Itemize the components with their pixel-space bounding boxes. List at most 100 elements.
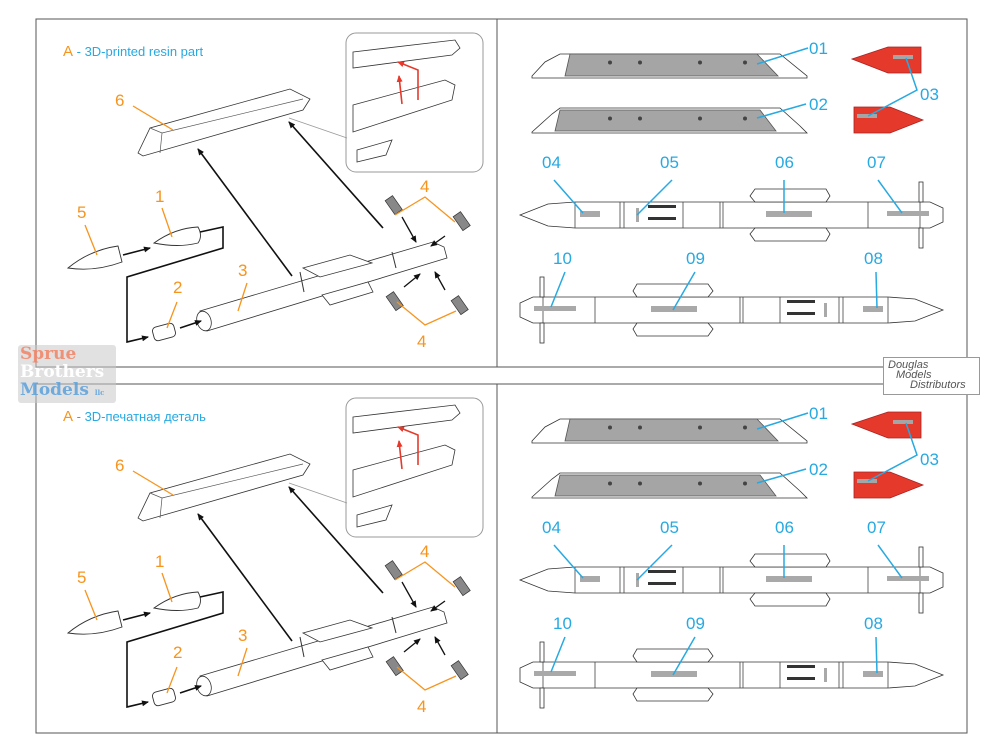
decal-03 (893, 420, 913, 424)
leader-line (394, 196, 456, 223)
decal-leader (550, 636, 566, 673)
nose-red-decal (853, 106, 925, 134)
fin-lower (539, 322, 545, 344)
leader-line (84, 224, 98, 256)
decal-04 (863, 306, 883, 312)
decal-label-06: 06 (775, 153, 794, 172)
fin-upper (918, 546, 924, 568)
assembly-arrow (403, 638, 421, 653)
nose-red-decal (853, 471, 925, 499)
pylon-hole (608, 425, 612, 430)
decal-label-04: 04 (542, 153, 561, 172)
decal-06 (766, 211, 812, 217)
pylon-hole (743, 481, 747, 486)
missile-body-part-3 (199, 606, 448, 697)
leader-line (161, 207, 173, 238)
body-band (391, 251, 397, 269)
cylinder-part-2 (152, 687, 176, 707)
part-label-2: 2 (173, 643, 182, 662)
inset-fin (356, 504, 393, 528)
decal-label-04: 04 (542, 518, 561, 537)
decal-label-10: 10 (553, 614, 572, 633)
inset-pylon (352, 39, 461, 69)
watermark-line: Sprue (20, 344, 77, 364)
pylon-edge (159, 132, 163, 154)
nose-part-1 (152, 226, 201, 246)
bracket-part-4 (384, 560, 403, 581)
wing-lower (632, 687, 714, 702)
decal-label-08: 08 (864, 249, 883, 268)
leader-line (132, 470, 174, 496)
watermark-line: Models (20, 380, 89, 400)
decal-07 (887, 576, 929, 581)
wing-lower (749, 592, 831, 607)
inset-callout-line (288, 482, 348, 504)
decal-label-09: 09 (686, 249, 705, 268)
leader-line (161, 572, 173, 603)
vent-slot (648, 582, 676, 585)
wing-lower (749, 227, 831, 242)
pylon-part-6 (137, 453, 311, 522)
leader-line (237, 282, 248, 312)
pylon-decal-02 (554, 474, 777, 497)
missile-wing (321, 281, 374, 306)
decal-leader (867, 422, 918, 482)
pylon-hole (608, 116, 612, 121)
decal-label-03: 03 (920, 450, 939, 469)
vent-slot (648, 570, 676, 573)
decal-leader (553, 179, 584, 214)
decal-label-09: 09 (686, 614, 705, 633)
part-label-3: 3 (238, 261, 247, 280)
watermark-line: Douglas (888, 359, 929, 371)
side-missile-top (518, 181, 944, 249)
decal-label-05: 05 (660, 518, 679, 537)
part-label-1: 1 (155, 187, 164, 206)
inset-pylon (352, 404, 461, 434)
bracket-part-4 (385, 656, 404, 677)
part-label-4: 4 (417, 332, 426, 351)
panel-frame (35, 383, 968, 734)
wing-upper (632, 283, 714, 298)
decal-leader (550, 271, 566, 308)
title-prefix: A (63, 408, 73, 425)
sprue-brothers-watermark: Sprue Brothers Models llc (18, 345, 116, 403)
assembly-arrow (430, 235, 446, 247)
missile-body (519, 661, 945, 689)
decal-label-03: 03 (920, 85, 939, 104)
leader-line (166, 666, 178, 694)
inset-missile (352, 444, 456, 498)
part-label-2: 2 (173, 278, 182, 297)
pylon-hole (698, 116, 702, 121)
inset-missile (352, 79, 456, 133)
pylon-hole (743, 116, 747, 121)
wing-upper (749, 553, 831, 568)
assembly-arrow (126, 226, 224, 344)
assembly-arrow (288, 121, 384, 229)
watermark-line: Distributors (910, 379, 966, 391)
pylon-hole (638, 481, 642, 486)
decal-leader (756, 412, 809, 430)
assembly-arrow (179, 320, 202, 329)
missile-wing (301, 619, 374, 643)
decal-leader (756, 103, 807, 119)
inset-red-arrow (397, 61, 419, 100)
assembly-arrow (122, 246, 151, 256)
fin-lower (918, 227, 924, 249)
side-missile-top (518, 546, 944, 614)
decal-leader (875, 636, 878, 674)
pylon-hole (638, 116, 642, 121)
assembly-arrow (401, 216, 417, 243)
leader-line (396, 301, 457, 326)
decal-label-06: 06 (775, 518, 794, 537)
decal-leader (636, 544, 673, 581)
assembly-arrow (430, 600, 446, 612)
part-label-6: 6 (115, 91, 124, 110)
decal-leader (636, 179, 673, 216)
vent-slot (648, 205, 676, 208)
pylon-hole (608, 60, 612, 65)
decal-label-07: 07 (867, 153, 886, 172)
body-band (299, 271, 305, 293)
leader-line (396, 666, 457, 691)
